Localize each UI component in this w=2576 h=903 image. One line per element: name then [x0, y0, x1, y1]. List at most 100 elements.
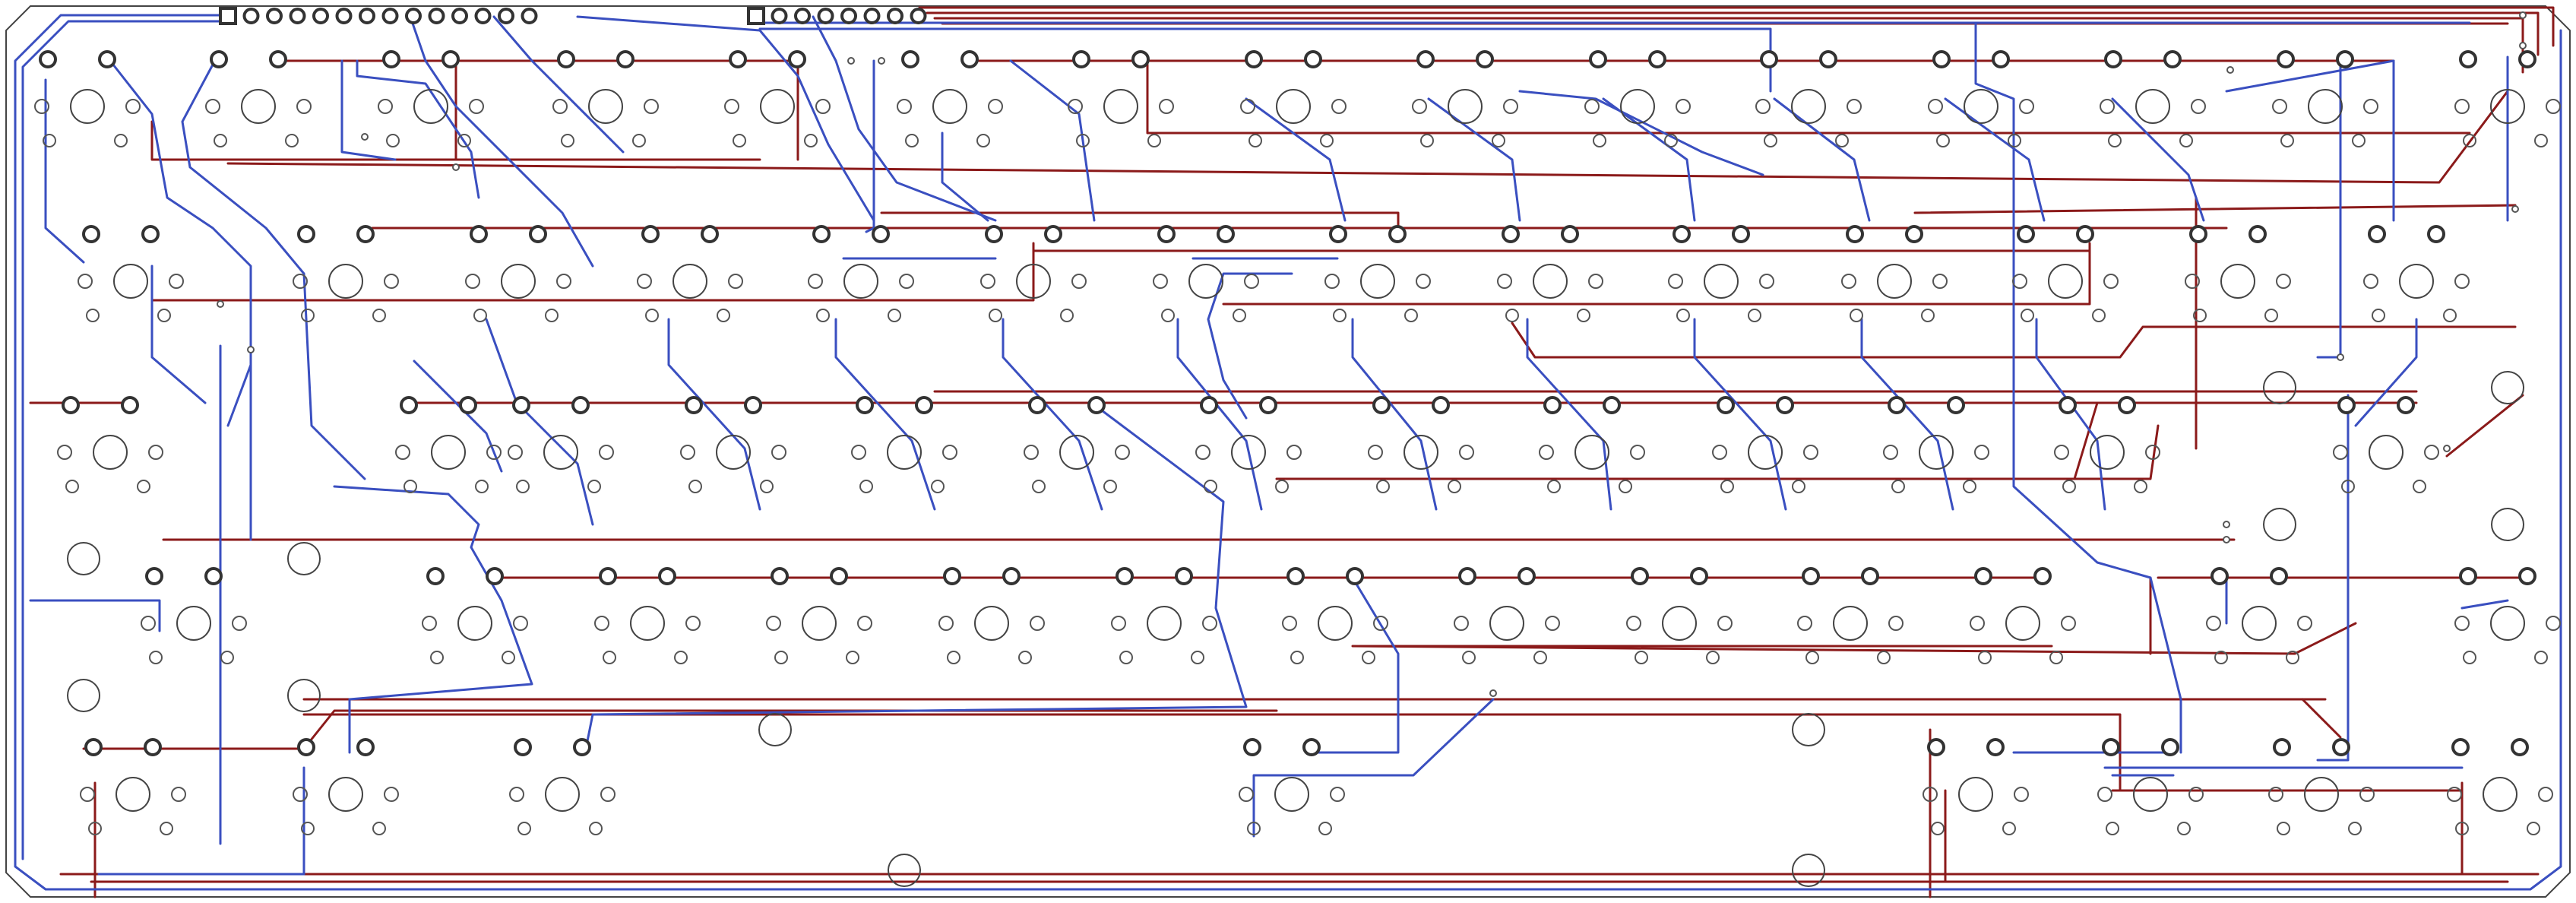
- switch-pin-pad: [1157, 225, 1176, 243]
- diode-pad: [1492, 134, 1505, 147]
- switch-side-hole: [1588, 274, 1603, 289]
- switch-center-hole: [1448, 89, 1483, 124]
- switch-pin-pad: [1905, 225, 1923, 243]
- switch-center-hole: [1274, 777, 1309, 812]
- switch-center-hole: [1964, 89, 1998, 124]
- switch-footprint: [1068, 50, 1174, 147]
- switch-footprint: [1539, 396, 1645, 493]
- switch-side-hole: [1068, 99, 1083, 114]
- switch-side-hole: [1970, 616, 1985, 631]
- top-trace: [82, 709, 1278, 750]
- diode-pad: [2455, 822, 2469, 835]
- diode-pad: [403, 480, 417, 493]
- header-pin: [381, 8, 399, 24]
- header-pin: [771, 8, 788, 24]
- switch-side-hole: [594, 616, 609, 631]
- switch-pin-pad: [1927, 738, 1945, 756]
- switch-side-hole: [57, 445, 72, 460]
- switch-center-hole: [1704, 264, 1739, 299]
- switch-center-hole: [431, 435, 466, 470]
- switch-pin-pad: [1974, 567, 1992, 585]
- switch-footprint: [1368, 396, 1474, 493]
- switch-pin-pad: [830, 567, 848, 585]
- switch-center-hole: [176, 606, 211, 641]
- switch-pin-pad: [382, 50, 400, 68]
- via: [2443, 445, 2451, 452]
- bottom-trace: [667, 318, 761, 511]
- switch-footprint: [552, 50, 659, 147]
- switch-center-hole: [1360, 264, 1395, 299]
- switch-side-hole: [2191, 99, 2206, 114]
- switch-side-hole: [2454, 99, 2470, 114]
- switch-footprint: [1841, 225, 1948, 322]
- switch-side-hole: [125, 99, 141, 114]
- switch-pin-pad: [1476, 50, 1494, 68]
- diode-pad: [2179, 134, 2193, 147]
- switch-pin-pad: [571, 396, 590, 414]
- bottom-trace: [2111, 97, 2205, 222]
- switch-footprint: [938, 567, 1045, 664]
- switch-footprint: [2363, 225, 2470, 322]
- switch-side-hole: [384, 274, 399, 289]
- switch-pin-pad: [2336, 50, 2354, 68]
- switch-side-hole: [2185, 274, 2200, 289]
- switch-center-hole: [2133, 777, 2168, 812]
- diode-pad: [2352, 134, 2366, 147]
- pin-headers: [219, 7, 927, 25]
- switch-side-hole: [1797, 616, 1812, 631]
- diode-pad: [2413, 480, 2426, 493]
- diode-pad: [2463, 651, 2476, 664]
- switch-pin-pad: [856, 396, 874, 414]
- switch-center-hole: [2308, 89, 2343, 124]
- switch-side-hole: [2012, 274, 2027, 289]
- switch-footprint: [2454, 50, 2561, 147]
- header-pin: [428, 8, 445, 24]
- switch-center-hole: [328, 777, 363, 812]
- switch-pin-pad: [1846, 225, 1864, 243]
- diode-pad: [65, 480, 79, 493]
- switch-pin-pad: [1717, 396, 1735, 414]
- diode-pad: [989, 309, 1002, 322]
- mounting-hole: [287, 542, 321, 575]
- bottom-trace: [409, 15, 594, 268]
- switch-footprint: [766, 567, 872, 664]
- switch-side-hole: [2424, 445, 2439, 460]
- switch-side-hole: [2276, 274, 2291, 289]
- switch-pin-pad: [1304, 50, 1322, 68]
- switch-pin-pad: [529, 225, 547, 243]
- diode-pad: [1076, 134, 1090, 147]
- switch-side-hole: [857, 616, 872, 631]
- header-pin: [266, 8, 283, 24]
- switch-pin-pad: [1648, 50, 1666, 68]
- switch-side-hole: [296, 99, 312, 114]
- switch-pin-pad: [39, 50, 57, 68]
- switch-pin-pad: [2033, 567, 2052, 585]
- switch-pin-pad: [1131, 50, 1150, 68]
- switch-pin-pad: [1044, 225, 1062, 243]
- diode-pad: [632, 134, 646, 147]
- diode-pad: [1462, 651, 1476, 664]
- header-pin: [910, 8, 927, 24]
- via: [217, 300, 224, 308]
- switch-center-hole: [630, 606, 665, 641]
- switch-footprint: [293, 738, 399, 835]
- switch-side-hole: [1373, 616, 1388, 631]
- bottom-trace: [97, 766, 305, 876]
- via: [878, 57, 885, 65]
- bottom-trace: [1245, 97, 1347, 222]
- diode-pad: [1275, 480, 1289, 493]
- switch-side-hole: [1195, 445, 1210, 460]
- diode-pad: [947, 651, 960, 664]
- switch-side-hole: [1668, 274, 1683, 289]
- switch-pin-pad: [1346, 567, 1364, 585]
- diode-pad: [1147, 134, 1161, 147]
- bottom-trace: [21, 20, 237, 860]
- bottom-trace: [1518, 90, 1764, 176]
- bottom-trace: [356, 59, 480, 199]
- header-pin-1: [747, 7, 765, 25]
- switch-side-hole: [1239, 787, 1254, 802]
- switch-footprint: [1497, 225, 1603, 322]
- top-trace: [150, 120, 746, 161]
- diode-pad: [114, 134, 128, 147]
- switch-side-hole: [942, 445, 957, 460]
